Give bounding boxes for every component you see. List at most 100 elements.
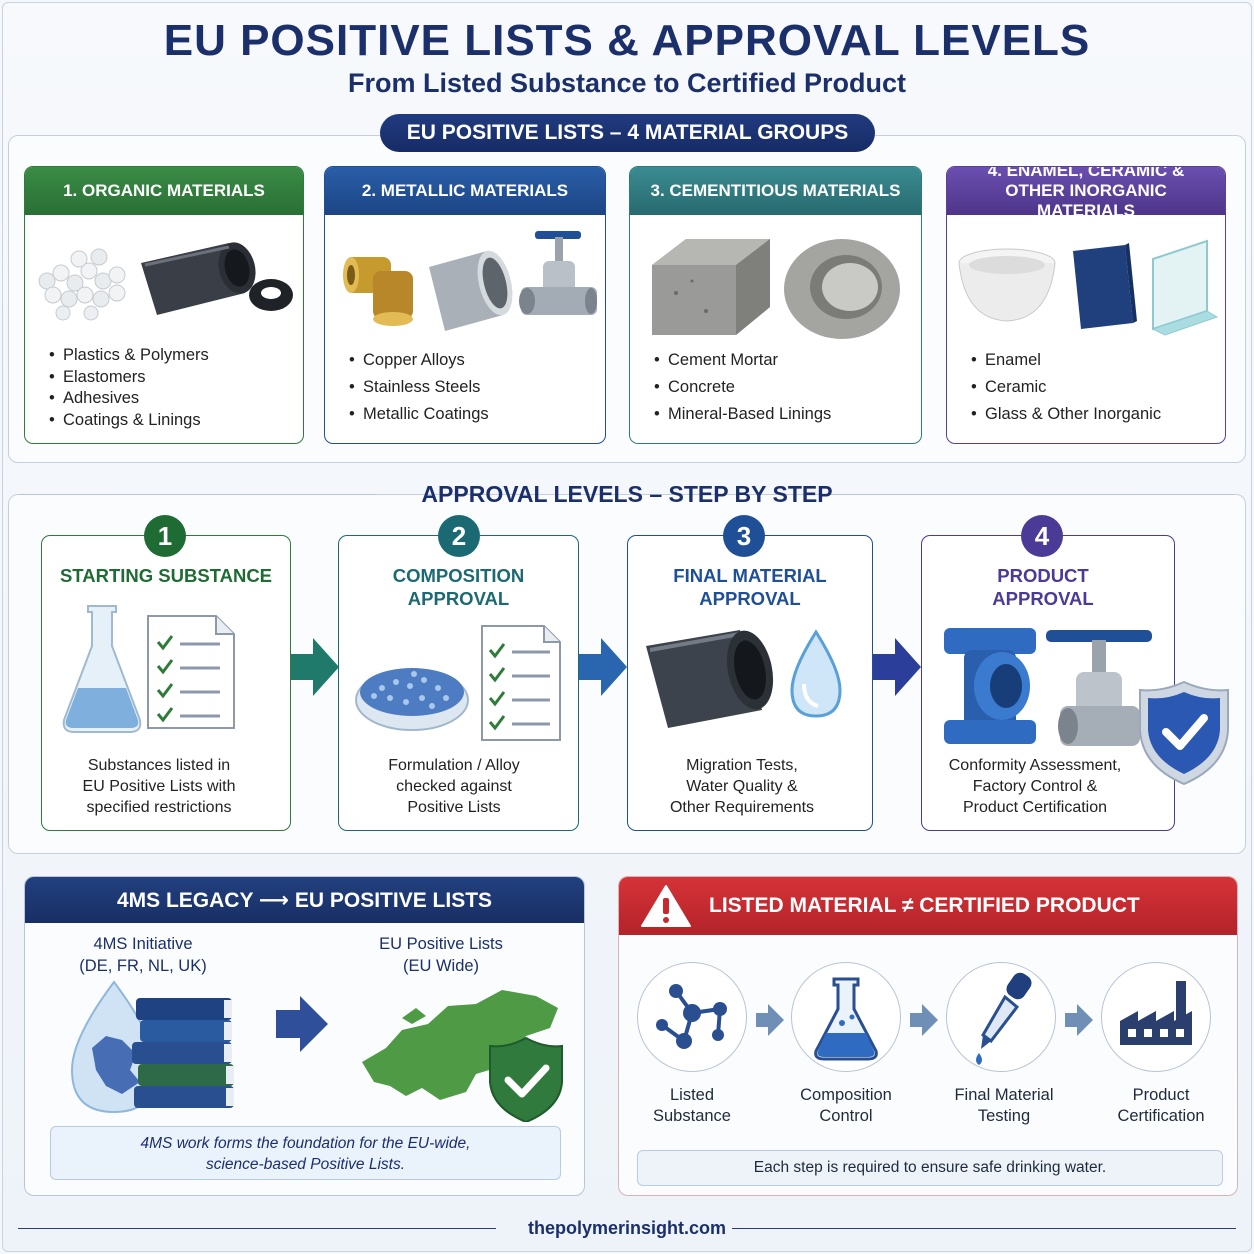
step-4-image <box>944 628 1229 786</box>
step-1-description: Substances listed in EU Positive Lists w… <box>41 755 277 818</box>
polymer-pellets-icon <box>38 248 126 321</box>
petri-dish-granules-icon <box>355 668 469 731</box>
product-certification-label: Product Certification <box>1096 1085 1226 1127</box>
4ms-initiative-line1: 4MS Initiative <box>93 935 193 953</box>
step-1-desc-line: specified restrictions <box>86 799 232 816</box>
warning-heading: LISTED MATERIAL ≠ CERTIFIED PRODUCT <box>709 894 1140 917</box>
inorganic-items: Enamel Ceramic Glass & Other Inorganic <box>971 347 1161 428</box>
label-line: Listed <box>669 1086 715 1104</box>
arrow-right-icon <box>1065 1004 1093 1036</box>
warning-triangle-icon <box>641 885 691 927</box>
list-item: Mineral-Based Linings <box>654 401 831 428</box>
arrow-right-icon <box>873 638 921 696</box>
arrow-right-icon <box>910 1004 938 1036</box>
step-4-title-line2: APPROVAL <box>992 588 1094 609</box>
label-line: Certification <box>1117 1107 1205 1125</box>
arrow-right-icon <box>579 638 627 696</box>
cementitious-items: Cement Mortar Concrete Mineral-Based Lin… <box>654 347 831 428</box>
erlenmeyer-flask-icon <box>62 605 142 733</box>
concrete-pipe-icon <box>784 239 900 339</box>
step-4-badge: 4 <box>1021 515 1063 557</box>
step-3-desc-line: Other Requirements <box>669 799 815 816</box>
step-4-desc-line: Conformity Assessment, <box>948 757 1122 774</box>
legacy-note: 4MS work forms the foundation for the EU… <box>50 1126 561 1180</box>
step-2-desc-line: Positive Lists <box>407 799 501 816</box>
card-metallic-header: 2. METALLIC MATERIALS <box>325 167 605 215</box>
listed-substance-label: Listed Substance <box>632 1085 752 1127</box>
label-line: Testing <box>977 1107 1031 1125</box>
warning-panel-header: LISTED MATERIAL ≠ CERTIFIED PRODUCT <box>619 877 1237 935</box>
footer-website[interactable]: thepolymerinsight.com <box>527 1218 727 1238</box>
step-1-title: STARTING SUBSTANCE <box>41 564 291 587</box>
molecule-icon <box>656 984 727 1049</box>
valve-icon <box>519 231 597 315</box>
card-organic-header: 1. ORGANIC MATERIALS <box>25 167 303 215</box>
label-line: Final Material <box>954 1086 1054 1104</box>
step-2-desc-line: Formulation / Alloy <box>388 757 520 774</box>
step-4-title-line1: PRODUCT <box>997 565 1089 586</box>
card-cementitious-title: 3. CEMENTITIOUS MATERIALS <box>650 181 901 200</box>
list-item: Copper Alloys <box>349 347 489 374</box>
step-1-desc-line: EU Positive Lists with <box>82 778 236 795</box>
stainless-pipe-icon <box>429 250 513 331</box>
step-2-title-line1: COMPOSITION <box>392 565 525 586</box>
card-inorganic-materials: 4. ENAMEL, CERAMIC & OTHER INORGANIC MAT… <box>946 166 1226 444</box>
list-item: Elastomers <box>49 367 209 389</box>
list-item: Plastics & Polymers <box>49 345 209 367</box>
step-1-image <box>62 605 235 733</box>
concrete-block-icon <box>652 239 770 335</box>
list-item: Stainless Steels <box>349 374 489 401</box>
step-3-image <box>646 629 842 728</box>
card-inorganic-title-line2: OTHER INORGANIC MATERIALS <box>1005 181 1167 220</box>
plastic-pipe-icon <box>141 242 256 315</box>
metallic-materials-image <box>343 231 597 331</box>
list-item: Ceramic <box>971 374 1161 401</box>
water-drop-icon <box>790 629 842 718</box>
rubber-gasket-icon <box>249 279 293 311</box>
book-stack-icon <box>132 998 234 1108</box>
step-1-desc-line: Substances listed in <box>87 757 231 774</box>
step-2-badge: 2 <box>438 515 480 557</box>
step-4-desc-line: Factory Control & <box>972 778 1098 795</box>
metallic-items: Copper Alloys Stainless Steels Metallic … <box>349 347 489 428</box>
list-item: Glass & Other Inorganic <box>971 401 1161 428</box>
step-2-desc-line: checked against <box>396 778 512 795</box>
valve-icon <box>1046 630 1152 746</box>
step-2-description: Formulation / Alloy checked against Posi… <box>338 755 570 818</box>
footer-rule-right <box>732 1228 1236 1229</box>
pipe-tee-fitting-icon <box>944 628 1036 744</box>
eu-positive-lists-label: EU Positive Lists (EU Wide) <box>350 933 532 977</box>
brass-elbow-icon <box>343 257 413 326</box>
step-2-title: COMPOSITION APPROVAL <box>338 564 579 610</box>
legacy-panel-header: 4MS LEGACY ⟶ EU POSITIVE LISTS <box>25 877 584 923</box>
warning-note: Each step is required to ensure safe dri… <box>637 1150 1223 1186</box>
europe-map-icon <box>362 990 558 1100</box>
checklist-document-icon <box>147 615 235 729</box>
legacy-note-line1: 4MS work forms the foundation for the EU… <box>140 1135 471 1152</box>
product-certification-circle <box>1101 962 1211 1072</box>
legacy-image <box>70 980 563 1122</box>
label-line: Composition <box>800 1086 892 1104</box>
card-organic-materials: 1. ORGANIC MATERIALS <box>24 166 304 444</box>
card-metallic-title: 2. METALLIC MATERIALS <box>361 181 569 200</box>
water-drop-europe-icon <box>70 980 158 1114</box>
card-cementitious-header: 3. CEMENTITIOUS MATERIALS <box>630 167 921 215</box>
step-4-description: Conformity Assessment, Factory Control &… <box>921 755 1149 818</box>
card-cementitious-materials: 3. CEMENTITIOUS MATERIALS Cement Mortar … <box>629 166 922 444</box>
card-inorganic-header: 4. ENAMEL, CERAMIC & OTHER INORGANIC MAT… <box>947 167 1225 220</box>
label-line: Substance <box>653 1107 731 1125</box>
label-line: Product <box>1132 1086 1190 1104</box>
arrow-right-icon <box>756 1004 784 1036</box>
step-1-title-line1: STARTING SUBSTANCE <box>59 565 273 586</box>
footer-rule-left <box>18 1228 496 1229</box>
ceramic-tile-icon <box>1073 243 1137 329</box>
dropper-icon <box>976 972 1032 1065</box>
cementitious-materials-image <box>652 239 900 339</box>
step-3-desc-line: Migration Tests, <box>686 757 798 774</box>
step-4-desc-line: Product Certification <box>962 799 1108 816</box>
eu-lists-line1: EU Positive Lists <box>379 935 503 953</box>
shield-check-icon <box>1139 680 1229 786</box>
list-item: Concrete <box>654 374 831 401</box>
legacy-heading: 4MS LEGACY ⟶ EU POSITIVE LISTS <box>116 888 493 912</box>
page-title: EU POSITIVE LISTS & APPROVAL LEVELS <box>163 16 1091 65</box>
